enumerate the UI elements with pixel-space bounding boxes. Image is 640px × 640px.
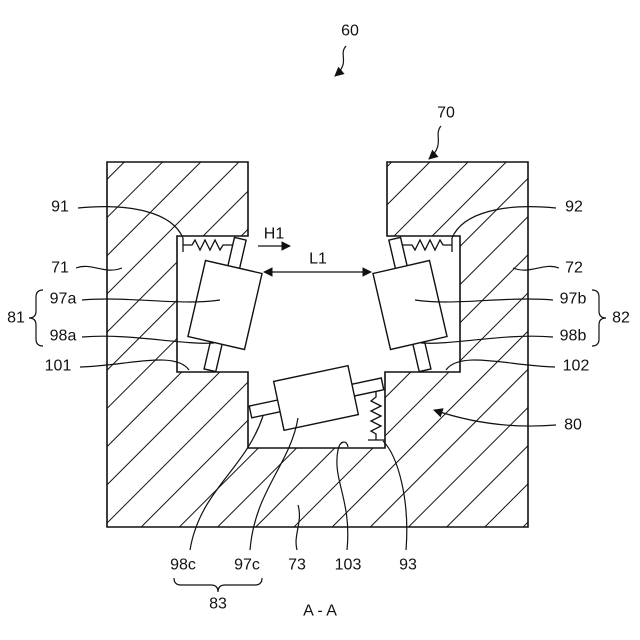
ref-label-103: 103 <box>335 557 362 574</box>
ref-label-102: 102 <box>563 358 590 375</box>
hatched-body <box>107 162 528 527</box>
bottom-assembly <box>245 359 387 436</box>
block-97a <box>188 260 262 349</box>
dimension-label-l1: L1 <box>309 251 327 268</box>
ref-label-97c: 97c <box>234 557 260 574</box>
spring-92 <box>402 238 452 252</box>
leader-line-60 <box>335 46 346 76</box>
ref-label-72: 72 <box>565 260 583 277</box>
spring-91 <box>183 238 233 252</box>
left-assembly <box>182 232 269 377</box>
block-97c <box>274 366 359 431</box>
ref-label-98b: 98b <box>560 328 587 345</box>
brace-83 <box>174 578 262 592</box>
block-97b <box>373 260 447 349</box>
ref-label-80: 80 <box>564 417 582 434</box>
ref-label-93: 93 <box>399 557 417 574</box>
spring-93 <box>368 391 385 440</box>
ref-label-70: 70 <box>437 105 455 122</box>
ref-label-60: 60 <box>341 23 359 40</box>
ref-label-82: 82 <box>612 310 630 327</box>
ref-label-98a: 98a <box>50 328 77 345</box>
ref-label-71: 71 <box>51 260 69 277</box>
ref-label-83: 83 <box>209 596 227 613</box>
dimension-label-h1: H1 <box>264 226 285 243</box>
ref-label-81: 81 <box>7 310 25 327</box>
right-assembly <box>366 232 453 377</box>
ref-label-98c: 98c <box>170 557 196 574</box>
leader-line-70 <box>429 126 441 159</box>
brace-82 <box>592 290 606 346</box>
ref-label-73: 73 <box>288 557 306 574</box>
ref-label-92: 92 <box>565 199 583 216</box>
ref-label-97a: 97a <box>50 291 77 308</box>
brace-81 <box>29 290 43 346</box>
ref-label-91: 91 <box>51 199 69 216</box>
ref-label-101: 101 <box>45 358 72 375</box>
ref-label-97b: 97b <box>560 291 587 308</box>
section-caption: A - A <box>303 603 337 620</box>
